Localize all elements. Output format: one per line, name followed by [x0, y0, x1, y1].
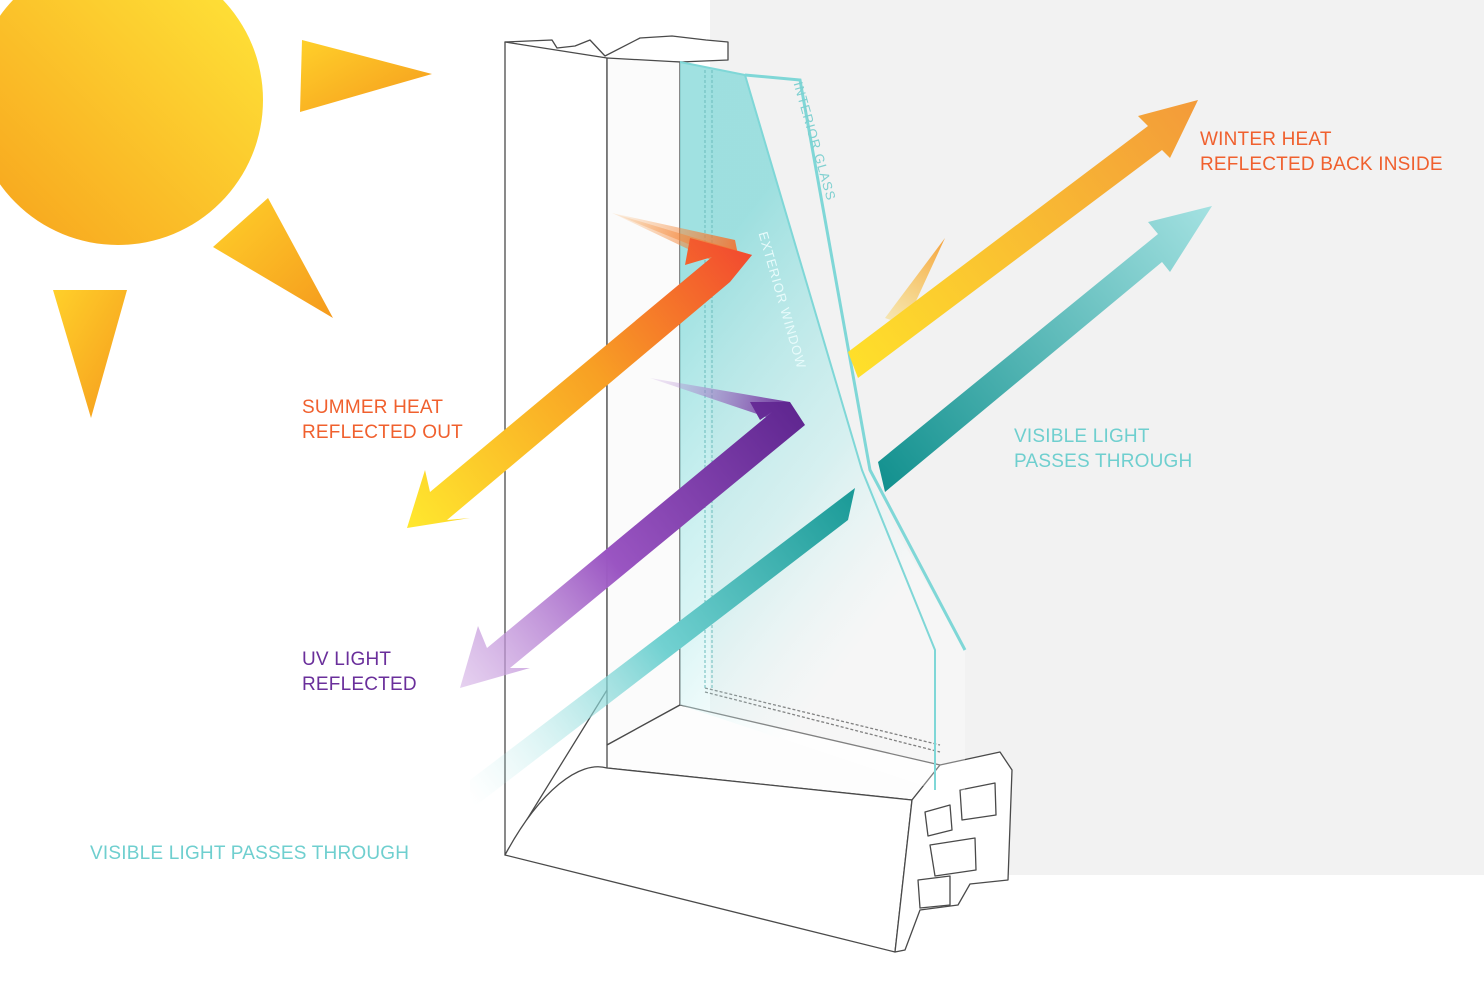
arrow-visible-light: [470, 206, 1212, 810]
arrow-uv-light: [460, 378, 805, 688]
sun-icon: [0, 0, 432, 418]
visible-light-inside-label: VISIBLE LIGHT PASSES THROUGH: [1014, 424, 1192, 474]
arrow-winter-heat: [848, 100, 1198, 378]
summer-heat-line-1: SUMMER HEAT: [302, 397, 444, 418]
summer-heat-line-2: REFLECTED OUT: [302, 422, 463, 443]
uv-light-line-2: REFLECTED: [302, 674, 417, 695]
visible-light-inside-line-2: PASSES THROUGH: [1014, 451, 1193, 472]
visible-light-bottom-label: VISIBLE LIGHT PASSES THROUGH: [90, 841, 409, 866]
visible-light-bottom-text: VISIBLE LIGHT PASSES THROUGH: [90, 843, 410, 864]
winter-heat-line-2: REFLECTED BACK INSIDE: [1200, 154, 1443, 175]
uv-light-line-1: UV LIGHT: [302, 649, 392, 670]
uv-light-label: UV LIGHT REFLECTED: [302, 647, 417, 697]
winter-heat-line-1: WINTER HEAT: [1200, 129, 1332, 150]
summer-heat-label: SUMMER HEAT REFLECTED OUT: [302, 395, 463, 445]
winter-heat-label: WINTER HEAT REFLECTED BACK INSIDE: [1200, 127, 1443, 177]
visible-light-inside-line-1: VISIBLE LIGHT: [1014, 426, 1150, 447]
glass-panes: [679, 61, 967, 790]
arrow-summer-heat: [407, 213, 752, 528]
